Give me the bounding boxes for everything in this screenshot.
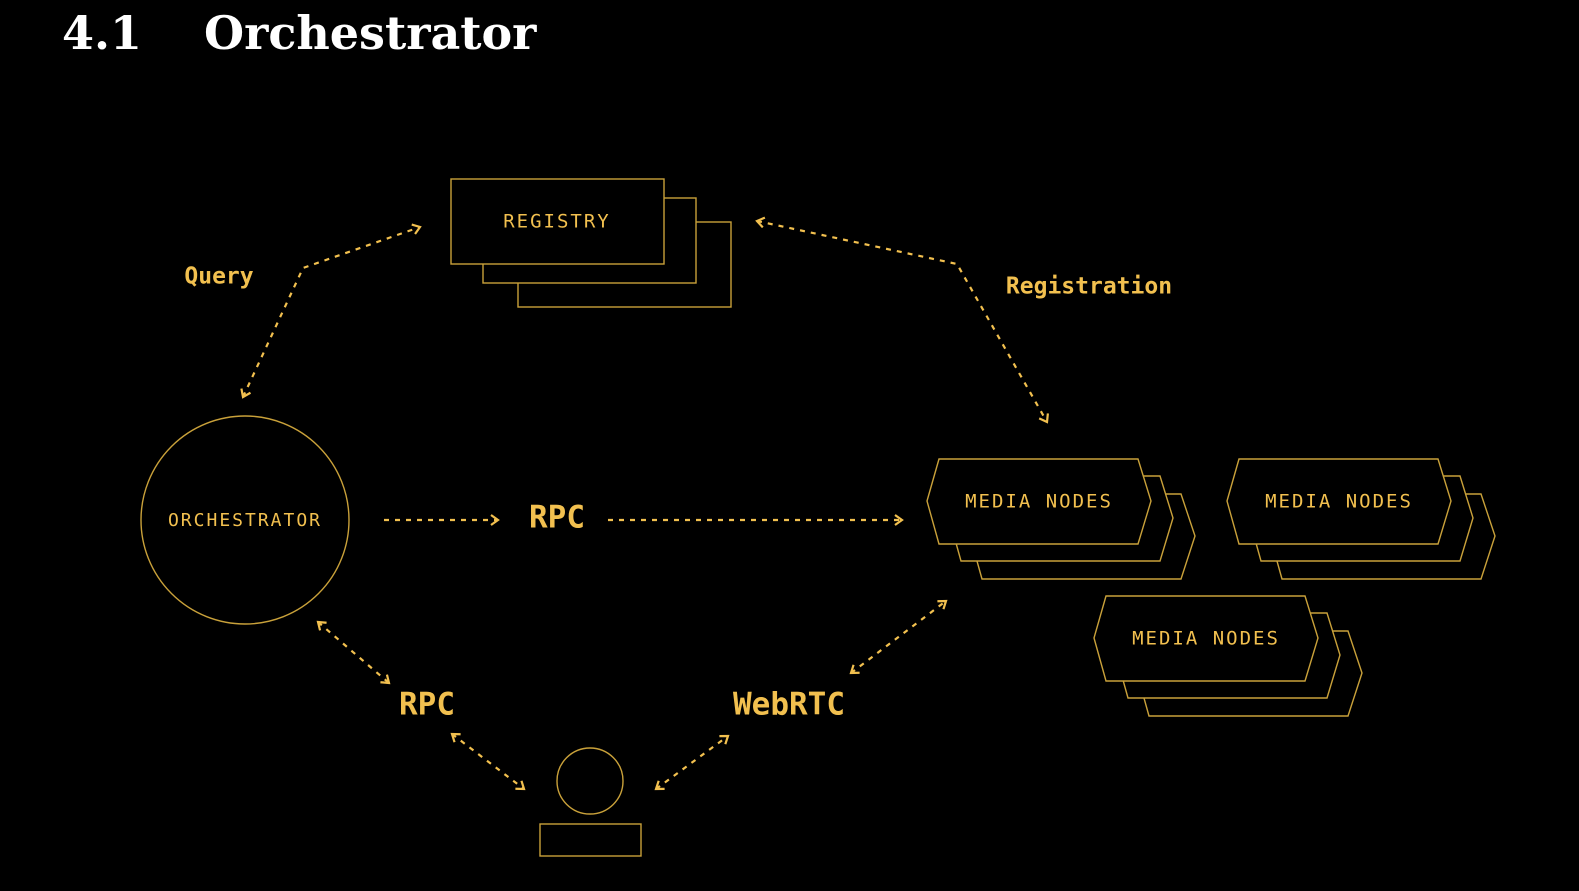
orchestrator-client-rpc-arrow — [316, 620, 391, 685]
client-webrtc-arrow — [654, 734, 730, 791]
orchestrator-node: ORCHESTRATOR — [140, 415, 350, 625]
media-nodes-stack-1: MEDIA NODES — [926, 458, 1196, 580]
media-nodes-label: MEDIA NODES — [1265, 491, 1413, 513]
webrtc-media-arrow — [849, 599, 948, 675]
webrtc-label: WebRTC — [733, 687, 845, 723]
media-nodes-label: MEDIA NODES — [965, 491, 1113, 513]
query-arrow — [240, 223, 422, 399]
media-nodes-label: MEDIA NODES — [1132, 628, 1280, 650]
client-rpc-label: RPC — [399, 687, 455, 723]
orchestrator-label: ORCHESTRATOR — [168, 510, 322, 531]
registry-label: REGISTRY — [503, 211, 611, 233]
registry-node: REGISTRY — [450, 178, 732, 308]
section-heading: 4.1 Orchestrator — [62, 6, 536, 60]
media-nodes-stack-3: MEDIA NODES — [1093, 595, 1363, 717]
registration-label: Registration — [1006, 274, 1172, 300]
rpc-client-arrow — [450, 732, 526, 791]
media-nodes-stack-2: MEDIA NODES — [1226, 458, 1496, 580]
registration-arrow — [755, 216, 1049, 424]
section-title: Orchestrator — [204, 6, 537, 60]
rpc-label: RPC — [529, 500, 585, 536]
client-user-icon — [539, 747, 642, 857]
section-number: 4.1 — [62, 6, 143, 60]
query-label: Query — [184, 264, 253, 290]
